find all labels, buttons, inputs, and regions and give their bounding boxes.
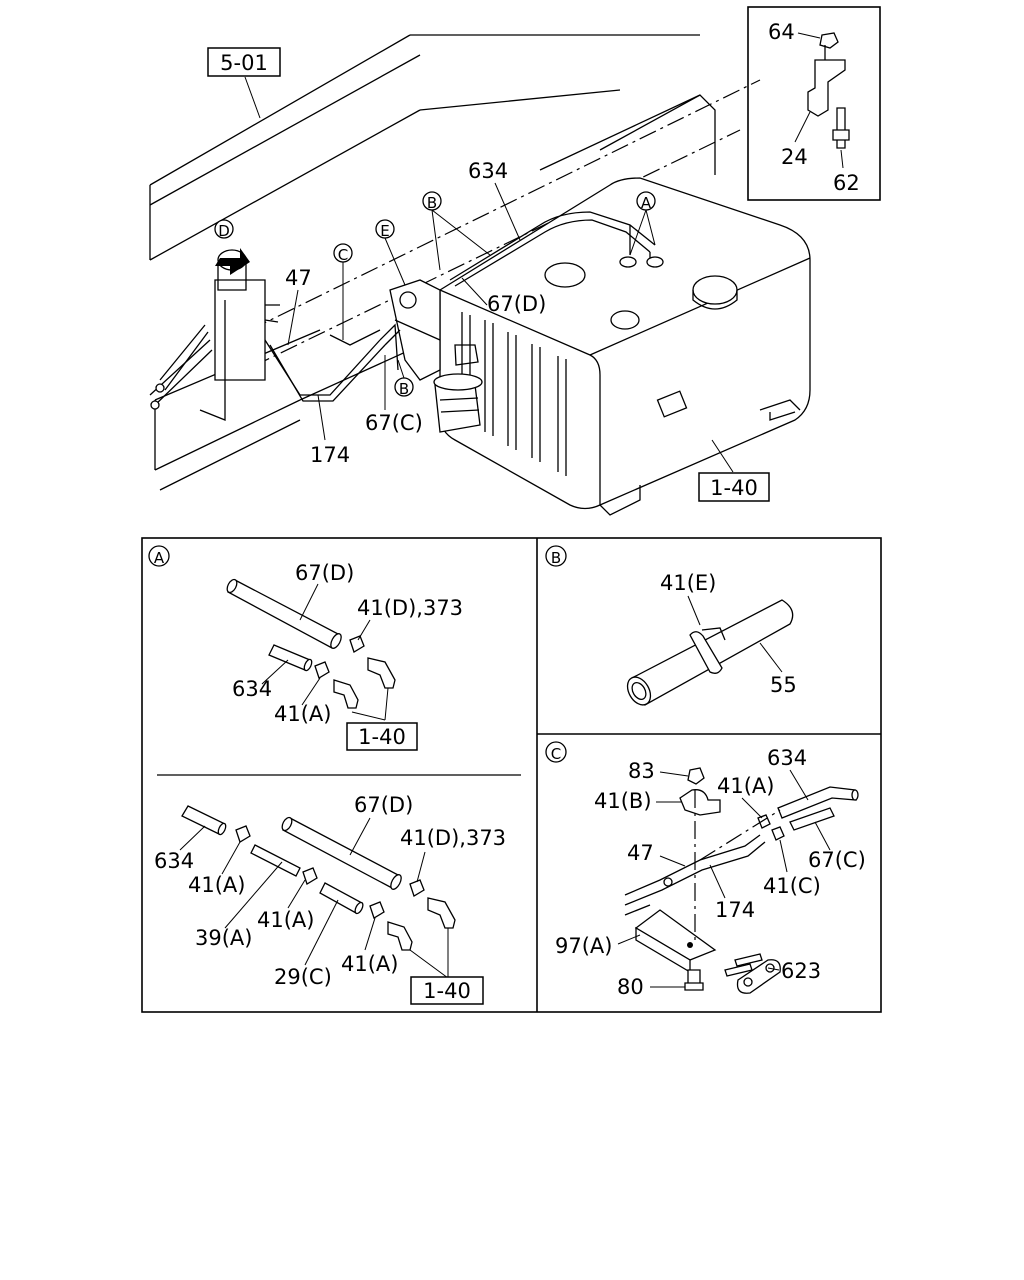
- callout-d-main: D: [214, 219, 234, 240]
- part-label-47-main: 47: [285, 266, 312, 290]
- ref-box-1-40-a2[interactable]: 1-40: [410, 976, 484, 1005]
- svg-text:C: C: [338, 246, 348, 264]
- detail-a-lower: 67(D) 41(D),373 634 41(A) 39(A) 41(A) 29…: [154, 793, 506, 989]
- part-label-41a-a2-1: 41(A): [188, 873, 245, 897]
- part-label-67d-main: 67(D): [487, 292, 546, 316]
- ref-label-5-01: 5-01: [220, 51, 268, 75]
- detail-panels: [141, 537, 882, 1013]
- svg-text:B: B: [399, 380, 409, 398]
- svg-text:E: E: [380, 222, 389, 240]
- svg-text:C: C: [551, 745, 561, 763]
- ref-box-5-01[interactable]: 5-01: [207, 47, 281, 77]
- ref-label-1-40-main: 1-40: [710, 476, 758, 500]
- ref-box-1-40-a1[interactable]: 1-40: [346, 722, 418, 751]
- callout-b-main-2: B: [394, 377, 414, 398]
- svg-text:B: B: [551, 549, 561, 567]
- ref-label-1-40-a1: 1-40: [358, 725, 406, 749]
- part-label-24: 24: [781, 145, 808, 169]
- detail-a-upper: A 67(D) 41(D),373 634 41(A): [148, 545, 463, 726]
- part-label-174-main: 174: [310, 443, 350, 467]
- ref-label-1-40-a2: 1-40: [423, 979, 471, 1003]
- part-label-634-main: 634: [468, 159, 508, 183]
- part-label-174-c: 174: [715, 898, 755, 922]
- part-label-41a-c: 41(A): [717, 774, 774, 798]
- part-label-55-b: 55: [770, 673, 797, 697]
- svg-text:B: B: [427, 194, 437, 212]
- part-label-62: 62: [833, 171, 860, 195]
- part-label-41a-a1: 41(A): [274, 702, 331, 726]
- part-label-80-c: 80: [617, 975, 644, 999]
- part-label-29c-a2: 29(C): [274, 965, 332, 989]
- svg-text:A: A: [641, 194, 652, 212]
- detail-c: C 83 41(A) 634: [545, 741, 866, 999]
- svg-text:A: A: [154, 549, 165, 567]
- part-label-41a-a2-3: 41(A): [341, 952, 398, 976]
- svg-text:D: D: [218, 222, 230, 240]
- part-label-41a-a2-2: 41(A): [257, 908, 314, 932]
- inset-bracket-view: 64 24 62: [747, 6, 881, 201]
- part-label-634-c: 634: [767, 746, 807, 770]
- part-label-41c-c: 41(C): [763, 874, 821, 898]
- callout-c-main: C: [333, 243, 353, 264]
- part-label-97a-c: 97(A): [555, 934, 612, 958]
- part-label-623-c: 623: [781, 959, 821, 983]
- part-label-83-c: 83: [628, 759, 655, 783]
- part-label-39a-a2: 39(A): [195, 926, 252, 950]
- part-label-41b-c: 41(B): [594, 789, 652, 813]
- part-label-41d373-a2: 41(D),373: [400, 826, 506, 850]
- part-label-41e-b: 41(E): [660, 571, 716, 595]
- ref-box-1-40-main[interactable]: 1-40: [698, 472, 770, 502]
- callout-e-main: E: [375, 219, 395, 240]
- part-label-67c-main: 67(C): [365, 411, 423, 435]
- callout-b-main-1: B: [422, 191, 442, 212]
- part-label-67d-a1: 67(D): [295, 561, 354, 585]
- part-label-47-c: 47: [627, 841, 654, 865]
- detail-b: B 41(E) 55: [545, 545, 797, 706]
- part-label-67d-a2: 67(D): [354, 793, 413, 817]
- part-label-67c-c: 67(C): [808, 848, 866, 872]
- main-assembly-view: [149, 34, 811, 516]
- part-label-64: 64: [768, 20, 795, 44]
- part-label-41d373-a1: 41(D),373: [357, 596, 463, 620]
- part-label-634-a2: 634: [154, 849, 194, 873]
